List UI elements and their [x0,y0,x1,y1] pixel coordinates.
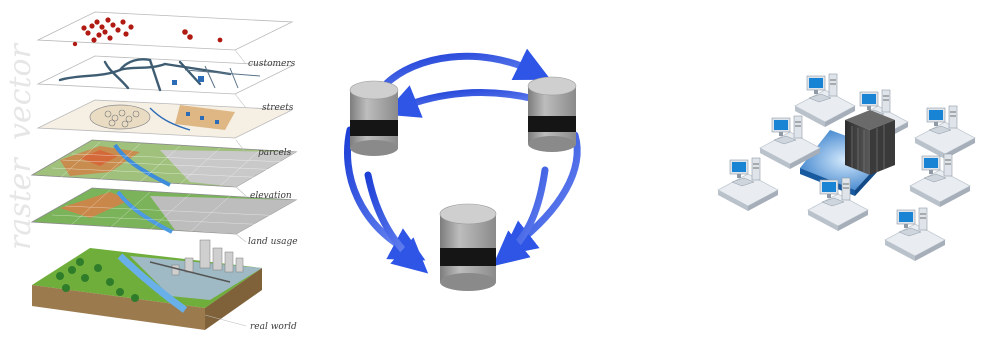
side-label-vector: vector [3,42,38,140]
database-top-right [528,77,576,152]
network-diagram [700,0,986,341]
label-elevation: elevation [250,191,292,201]
label-land-usage: land usage [248,237,298,247]
workstation-1 [795,74,855,127]
label-streets: streets [262,103,294,113]
layer-elevation [32,140,296,187]
workstation-5 [910,154,970,207]
label-customers: customers [248,59,296,69]
gis-layers-svg: raster vector [0,0,310,341]
label-real-world: real world [250,322,297,332]
side-label-raster: raster [3,157,38,250]
arrow-top-left [400,93,530,108]
workstation-6 [718,158,778,211]
layer-parcels [38,100,292,138]
server-rack [845,110,895,175]
gis-layers-diagram: raster vector [0,0,310,341]
workstation-8 [885,208,945,261]
layer-real-world [32,240,262,330]
replication-ring-diagram [330,0,590,341]
workstation-3 [915,106,975,159]
label-parcels: parcels [258,148,292,158]
layer-customers [38,12,292,50]
network-svg [700,0,986,341]
arrow-right-inner [506,170,545,255]
replication-ring-svg [330,0,590,341]
database-bottom [440,204,496,291]
database-top-left [350,81,398,156]
arrow-top-right [385,56,535,85]
